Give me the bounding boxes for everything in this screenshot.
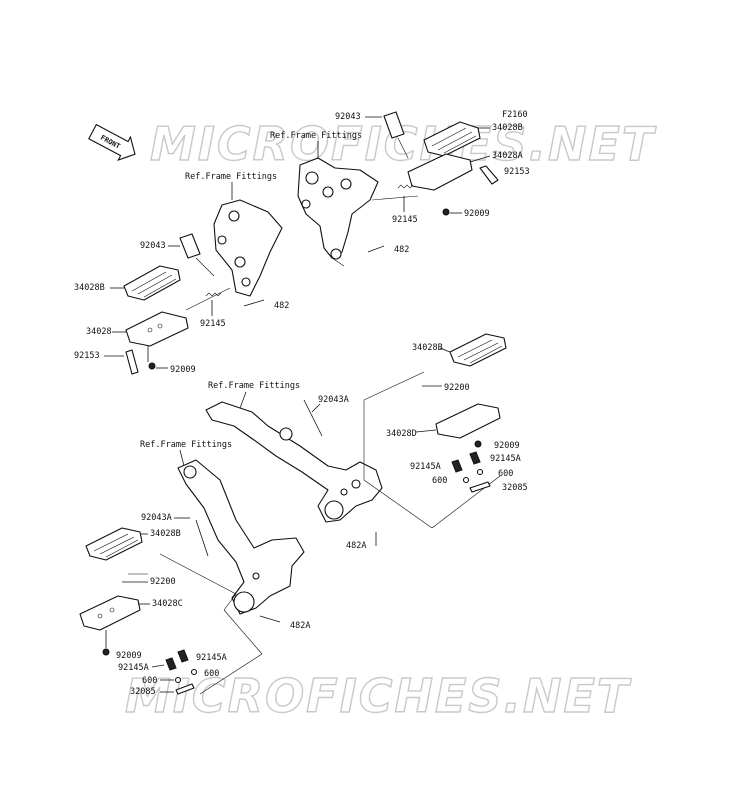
label-92043-top: 92043 — [335, 112, 361, 122]
pin-92043-left — [179, 233, 201, 259]
label-92145a-right-2: 92145A — [410, 462, 441, 472]
label-92200-left: 92200 — [150, 577, 176, 587]
footrest-34028 — [125, 311, 189, 347]
ref-frame-label-left: Ref.Frame Fittings — [185, 172, 277, 182]
bolt-92009-right — [474, 440, 482, 448]
bolt-92009-top — [442, 208, 450, 216]
footpeg-rubber-34028b-left — [123, 265, 181, 301]
footrest-34028c — [79, 595, 141, 631]
spring-92145a-right-1 — [469, 451, 481, 465]
label-34028a: 34028A — [492, 151, 523, 161]
label-92043-left: 92043 — [140, 241, 166, 251]
rear-frame-left — [177, 459, 305, 615]
bolt-92009-bottom — [102, 648, 110, 656]
label-92043a-left: 92043A — [141, 513, 172, 523]
bolt-92009-left — [148, 362, 156, 370]
footpeg-rubber-34028b-bottom — [85, 527, 143, 561]
ref-frame-label-mid: Ref.Frame Fittings — [208, 381, 300, 391]
ball-600-bottom-1 — [190, 668, 198, 676]
rear-frame-right — [205, 401, 383, 523]
label-92153-left: 92153 — [74, 351, 100, 361]
ball-600-right-1 — [476, 468, 484, 476]
label-92043a-mid: 92043A — [318, 395, 349, 405]
ref-frame-label-top: Ref.Frame Fittings — [270, 131, 362, 141]
ball-600-right-2 — [462, 476, 470, 484]
label-92145-top: 92145 — [392, 215, 418, 225]
label-92009-top: 92009 — [464, 209, 490, 219]
label-92009-right: 92009 — [494, 441, 520, 451]
label-92145a-bottom-1: 92145A — [196, 653, 227, 663]
label-34028d: 34028D — [386, 429, 417, 439]
ball-600-bottom-2 — [174, 676, 182, 684]
label-34028b-bottom: 34028B — [150, 529, 181, 539]
label-92153-top: 92153 — [504, 167, 530, 177]
label-482-left: 482 — [274, 301, 289, 311]
spring-92145a-right-2 — [451, 459, 463, 473]
watermark-top: MICROFICHES.NET — [150, 117, 657, 171]
pin-32085-right — [469, 481, 491, 493]
label-600-bottom-2: 600 — [142, 676, 157, 686]
footrest-34028d — [435, 403, 501, 439]
label-32085-right: 32085 — [502, 483, 528, 493]
label-92145-left: 92145 — [200, 319, 226, 329]
label-92200-right: 92200 — [444, 383, 470, 393]
label-482a-bottom: 482A — [290, 621, 310, 631]
footrest-bracket-top — [297, 157, 379, 267]
footpeg-rubber-34028b-top — [423, 121, 481, 157]
label-34028: 34028 — [86, 327, 112, 337]
label-600-right-2: 600 — [432, 476, 447, 486]
pin-32085-bottom — [175, 683, 195, 695]
label-92009-left: 92009 — [170, 365, 196, 375]
footpeg-rubber-34028b-right — [449, 333, 507, 367]
label-482a-mid: 482A — [346, 541, 366, 551]
watermark-bottom: MICROFICHES.NET — [125, 669, 632, 723]
footrest-bracket-left — [213, 199, 283, 297]
label-34028b-top: 34028B — [492, 123, 523, 133]
label-600-bottom-1: 600 — [204, 669, 219, 679]
label-34028c: 34028C — [152, 599, 183, 609]
spring-92145a-bottom-2 — [165, 657, 177, 671]
figure-code: F2160 — [502, 110, 528, 120]
label-32085-bottom: 32085 — [130, 687, 156, 697]
label-92145a-bottom-2: 92145A — [118, 663, 149, 673]
label-600-right-1: 600 — [498, 469, 513, 479]
spring-92145-left — [205, 292, 222, 297]
label-34028b-right: 34028B — [412, 343, 443, 353]
label-482-top: 482 — [394, 245, 409, 255]
ref-frame-label-bottom: Ref.Frame Fittings — [140, 440, 232, 450]
label-92145a-right-1: 92145A — [490, 454, 521, 464]
bolt-92153-top — [479, 165, 499, 185]
pin-92043-top — [383, 111, 405, 139]
spring-92145a-bottom-1 — [177, 649, 189, 663]
front-arrow-icon: FRONT — [88, 123, 136, 162]
label-34028b-left: 34028B — [74, 283, 105, 293]
spring-92145-top — [397, 184, 414, 189]
label-92009-bottom: 92009 — [116, 651, 142, 661]
bolt-92153-left — [125, 349, 139, 375]
